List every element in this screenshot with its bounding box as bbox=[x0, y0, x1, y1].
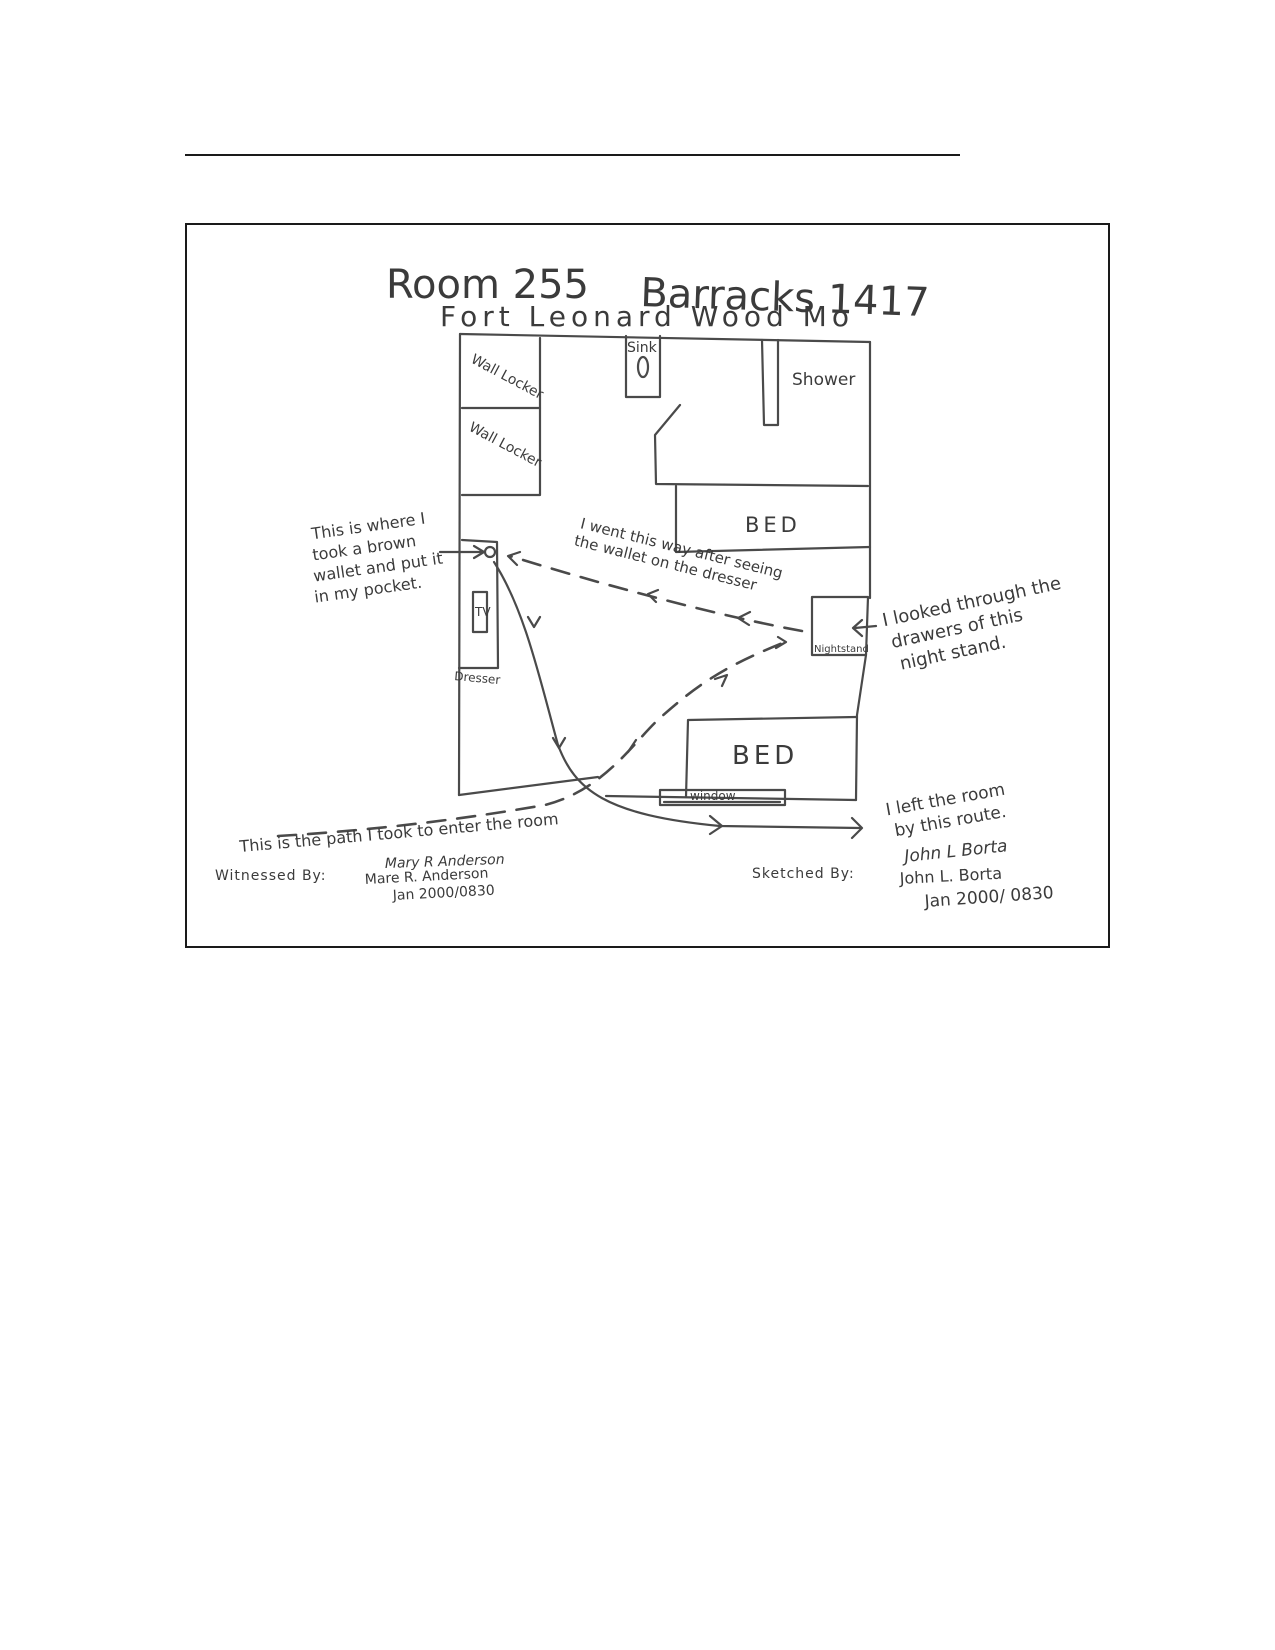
top-rule-line bbox=[185, 154, 960, 156]
return-path bbox=[508, 554, 804, 633]
sketcher-signature: John L Borta bbox=[900, 836, 1008, 867]
wall-locker-2: Wall Locker bbox=[460, 406, 544, 497]
shower: Shower bbox=[653, 338, 870, 488]
wall-locker-2-label: Wall Locker bbox=[466, 419, 544, 471]
wall-locker-1-label: Wall Locker bbox=[468, 351, 546, 403]
exit-arrow-head bbox=[708, 814, 864, 840]
window: window bbox=[658, 788, 787, 807]
room-walls bbox=[457, 332, 872, 802]
entry-arrow-heads bbox=[626, 635, 788, 754]
entry-path bbox=[276, 640, 787, 838]
nightstand-pointer-arrow bbox=[851, 618, 878, 638]
bed-bottom-label: BED bbox=[732, 741, 798, 771]
wallet-location-mark bbox=[483, 545, 497, 559]
entry-path-annotation: This is the path I took to enter the roo… bbox=[238, 809, 560, 856]
witness-block: Witnessed By: Mary R Anderson Mare R. An… bbox=[215, 852, 505, 904]
wall-left bbox=[457, 332, 462, 797]
sketch-frame bbox=[185, 223, 1110, 948]
witness-label: Witnessed By: bbox=[215, 868, 327, 884]
nightstand-label: Nightstand bbox=[814, 644, 869, 655]
bed-bottom: BED bbox=[684, 715, 858, 799]
title-room: Room 255 bbox=[386, 262, 589, 308]
wall-locker-1: Wall Locker bbox=[460, 336, 546, 410]
nightstand-annotation: I looked through the drawers of this nig… bbox=[881, 573, 1063, 675]
witness-signature: Mary R Anderson bbox=[385, 852, 505, 872]
dresser: TV Dresser bbox=[454, 538, 501, 687]
nightstand: Nightstand bbox=[810, 595, 870, 657]
dresser-label: Dresser bbox=[454, 669, 501, 687]
bed-top: BED bbox=[674, 484, 872, 554]
sketcher-name: John L. Borta bbox=[898, 864, 1002, 888]
witness-name: Mare R. Anderson bbox=[364, 866, 488, 888]
path-arrow-marks bbox=[526, 615, 567, 750]
sketcher-label: Sketched By: bbox=[752, 866, 855, 882]
wallet-annotation: This is where I took a brown wallet and … bbox=[309, 509, 444, 607]
sketcher-block: Sketched By: John L Borta John L. Borta … bbox=[752, 836, 1054, 912]
title-location: Fort Leonard Wood Mo bbox=[440, 300, 854, 333]
bed-top-label: BED bbox=[745, 513, 801, 537]
wall-top bbox=[458, 332, 872, 344]
wall-right bbox=[854, 340, 872, 802]
sketcher-date: Jan 2000/ 0830 bbox=[923, 883, 1054, 912]
witness-date: Jan 2000/0830 bbox=[391, 883, 495, 904]
shower-label: Shower bbox=[792, 370, 855, 390]
sink: Sink bbox=[624, 334, 662, 399]
wall-bottom bbox=[457, 775, 858, 802]
title-barracks: Barracks 1417 bbox=[640, 270, 931, 326]
exit-route-annotation: I left the room by this route. bbox=[884, 780, 1008, 841]
tv-label: TV bbox=[474, 605, 491, 619]
sink-label: Sink bbox=[627, 340, 658, 356]
return-arrow-heads bbox=[506, 550, 752, 627]
wallet-pointer-arrow bbox=[438, 544, 486, 560]
window-label: window bbox=[690, 789, 736, 803]
